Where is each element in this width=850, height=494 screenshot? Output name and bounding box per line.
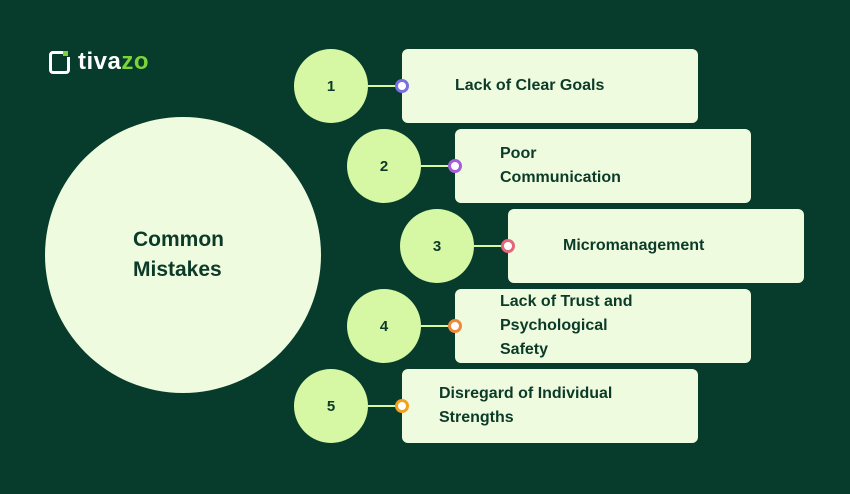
center-title: Common Mistakes — [133, 228, 224, 281]
step-number: 5 — [326, 397, 336, 415]
mistake-card: Lack of Trust and Psychological Safety — [455, 289, 751, 363]
logo-text: tivazo — [78, 48, 150, 75]
mistake-label: Lack of Trust and Psychological Safety — [500, 293, 633, 358]
mistake-label: Lack of Clear Goals — [455, 77, 605, 94]
connector-line — [474, 245, 508, 247]
mistake-card: Poor Communication — [455, 129, 751, 203]
mistake-card: Disregard of Individual Strengths — [402, 369, 698, 443]
step-number: 2 — [379, 157, 389, 175]
connector-dot — [395, 399, 409, 413]
step-number-circle: 2 — [347, 129, 421, 203]
step-number-circle: 1 — [294, 49, 368, 123]
tivazo-logo: tivazo — [49, 48, 149, 76]
connector-dot — [448, 159, 462, 173]
mistake-card: Lack of Clear Goals — [402, 49, 698, 123]
mistake-label: Disregard of Individual Strengths — [439, 385, 613, 426]
connector-dot — [448, 319, 462, 333]
connector-dot — [501, 239, 515, 253]
connector-dot — [395, 79, 409, 93]
step-number: 3 — [432, 237, 442, 255]
step-number-circle: 4 — [347, 289, 421, 363]
step-number: 1 — [326, 77, 336, 95]
mistake-label: Micromanagement — [563, 237, 705, 254]
connector-line — [368, 405, 402, 407]
mistake-label: Poor Communication — [500, 145, 621, 186]
connector-line — [421, 325, 455, 327]
step-number: 4 — [379, 317, 389, 335]
connector-line — [368, 85, 402, 87]
connector-line — [421, 165, 455, 167]
step-number-circle: 5 — [294, 369, 368, 443]
center-circle: Common Mistakes — [45, 117, 321, 393]
mistake-card: Micromanagement — [508, 209, 804, 283]
logo-icon — [49, 48, 72, 74]
step-number-circle: 3 — [400, 209, 474, 283]
